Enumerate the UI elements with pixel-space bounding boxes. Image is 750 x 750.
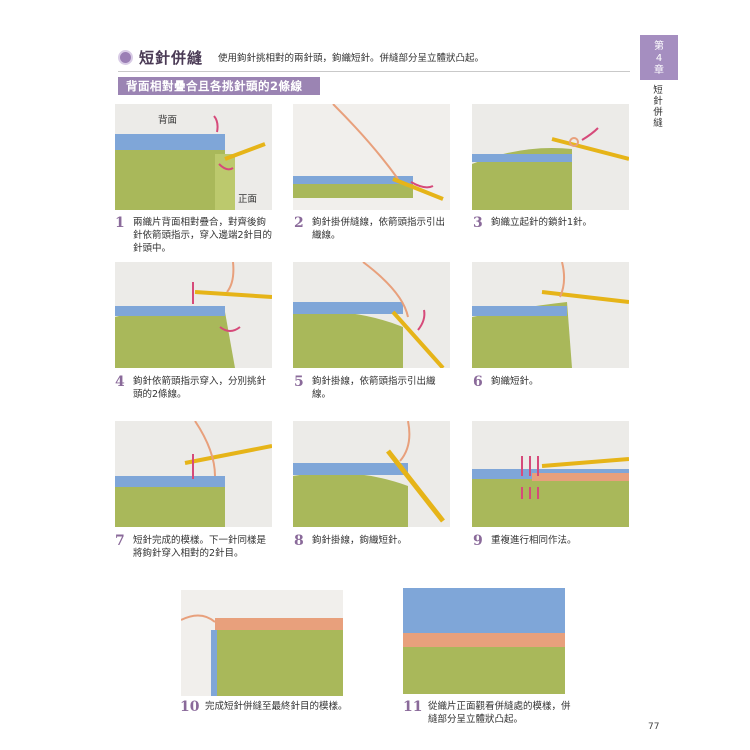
- step-text: 從織片正面觀看併縫處的模樣，併縫部分呈立體狀凸起。: [428, 701, 571, 725]
- section-description: 使用鉤針挑相對的兩針頭，鉤織短針。併縫部分呈立體狀凸起。: [218, 53, 485, 64]
- step-number: 4: [115, 374, 125, 390]
- step-text: 鉤針依箭頭指示穿入，分別挑針頭的2條線。: [133, 376, 267, 400]
- step-6-photo: [472, 262, 629, 368]
- step-4-photo: [115, 262, 272, 368]
- page-number: 77: [648, 722, 660, 732]
- section-title: 短針併縫: [118, 46, 203, 68]
- step-number: 11: [403, 699, 423, 715]
- step-number: 2: [294, 215, 304, 231]
- section-title-text: 短針併縫: [139, 48, 204, 67]
- chapter-label-3: 章: [654, 65, 664, 76]
- chapter-subtitle: 短針併縫: [653, 85, 663, 129]
- chapter-label-1: 第: [654, 41, 664, 52]
- step-11-photo: [403, 588, 565, 694]
- step-number: 5: [294, 374, 304, 390]
- step-9-photo: [472, 421, 629, 527]
- step-10-photo: [181, 590, 343, 696]
- label-front: 正面: [238, 194, 258, 205]
- step-8-photo: [293, 421, 450, 527]
- chapter-label-2: 4: [655, 53, 663, 64]
- label-back: 背面: [158, 115, 178, 126]
- step-5-photo: [293, 262, 450, 368]
- subsection-banner: 背面相對疊合且各挑針頭的2條線: [118, 77, 320, 95]
- step-text: 鉤織立起針的鎖針1針。: [491, 217, 593, 228]
- step-number: 8: [294, 533, 304, 549]
- step-number: 1: [115, 215, 125, 231]
- step-text: 完成短針併縫至最終針目的模樣。: [205, 701, 348, 712]
- step-1-photo: [115, 104, 272, 210]
- step-number: 9: [473, 533, 483, 549]
- step-2-photo: [293, 104, 450, 210]
- divider: [118, 71, 630, 72]
- step-number: 6: [473, 374, 483, 390]
- bullet-icon: [118, 49, 133, 65]
- step-3-photo: [472, 104, 629, 210]
- chapter-tab: 第 4 章: [640, 35, 678, 80]
- step-text: 鉤針掛併縫線，依箭頭指示引出織線。: [312, 217, 446, 241]
- step-text: 重複進行相同作法。: [491, 535, 577, 546]
- step-number: 3: [473, 215, 483, 231]
- step-text: 鉤針掛線，依箭頭指示引出織線。: [312, 376, 436, 400]
- step-text: 鉤針掛線，鉤織短針。: [312, 535, 408, 546]
- step-text: 兩織片背面相對疊合，對齊後鉤針依箭頭指示，穿入邊端2針目的針頭中。: [133, 217, 273, 254]
- step-number: 7: [115, 533, 125, 549]
- step-7-photo: [115, 421, 272, 527]
- step-text: 鉤織短針。: [491, 376, 539, 387]
- step-text: 短針完成的模樣。下一針同樣是將鉤針穿入相對的2針目。: [133, 535, 267, 559]
- step-number: 10: [180, 699, 200, 715]
